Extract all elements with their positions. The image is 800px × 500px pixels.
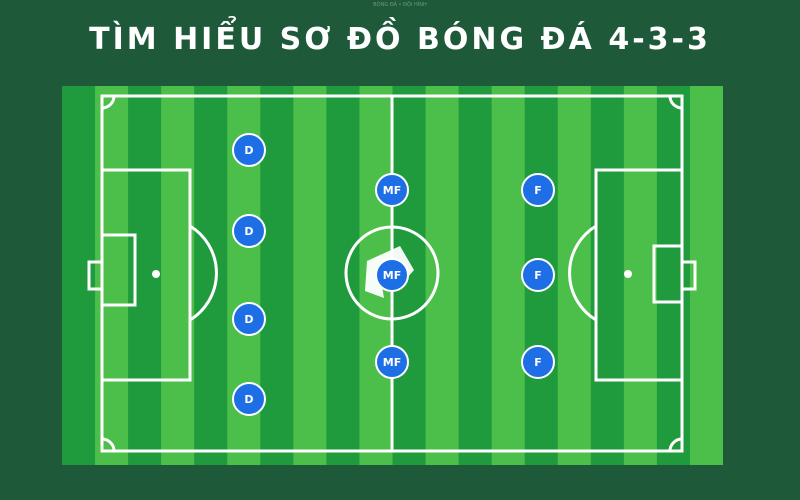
player-marker-f: F [521,258,555,292]
logo-icon [365,246,414,298]
player-marker-f: F [521,173,555,207]
right-penalty-arc [568,224,597,322]
football-pitch: D D D D MF MF MF F F F [62,86,723,465]
left-penalty-arc [189,224,218,322]
pitch-stripe [293,86,327,465]
player-circle [521,173,555,207]
player-label: D [244,313,253,326]
pitch-stripe [62,86,96,465]
player-marker-mf: MF [375,345,409,379]
left-penalty-spot [152,270,160,278]
player-circle [232,133,266,167]
pitch-stripe [425,86,460,465]
corner-arc-bottom-right [668,437,683,452]
player-label: MF [383,356,401,369]
pitch-stripes [62,86,723,465]
player-circle [232,302,266,336]
player-marker-d: D [232,214,266,248]
pitch-stripe [95,86,129,465]
player-label: D [244,225,253,238]
center-circle [344,225,440,321]
player-circle [375,258,409,292]
source-caption: BÓNG ĐÁ • ĐỘI HÌNH [373,2,427,8]
pitch-stripe [194,86,228,465]
player-marker-f: F [521,345,555,379]
player-circle [375,173,409,207]
pitch-stripe [491,86,526,465]
player-label: F [534,269,542,282]
player-circle [232,214,266,248]
player-label: MF [383,184,401,197]
player-label: MF [383,269,401,282]
player-circle [521,345,555,379]
player-marker-mf: MF [375,173,409,207]
player-circle [232,382,266,416]
pitch-stripe [557,86,592,465]
player-marker-d: D [232,133,266,167]
right-penalty-spot [624,270,632,278]
player-circle [521,258,555,292]
player-marker-d: D [232,302,266,336]
corner-arc-bottom-left [101,437,116,452]
left-goal [87,260,104,291]
players-layer: D D D D MF MF MF F F F [232,133,555,416]
player-label: D [244,393,253,406]
player-label: F [534,356,542,369]
right-goal [680,260,697,291]
player-marker-mf: MF [375,258,409,292]
player-label: D [244,144,253,157]
page-title: TÌM HIỂU SƠ ĐỒ BÓNG ĐÁ 4-3-3 [89,22,711,57]
pitch-stripe [260,86,294,465]
corner-arc-top-left [101,95,116,110]
player-marker-d: D [232,382,266,416]
pitch-stripe [326,86,360,465]
pitch-stripe [458,86,493,465]
pitch-stripe [656,86,691,465]
player-label: F [534,184,542,197]
corner-arc-top-right [668,95,683,110]
pitch-diagram: D D D D MF MF MF F F F [62,86,723,465]
player-circle [375,345,409,379]
